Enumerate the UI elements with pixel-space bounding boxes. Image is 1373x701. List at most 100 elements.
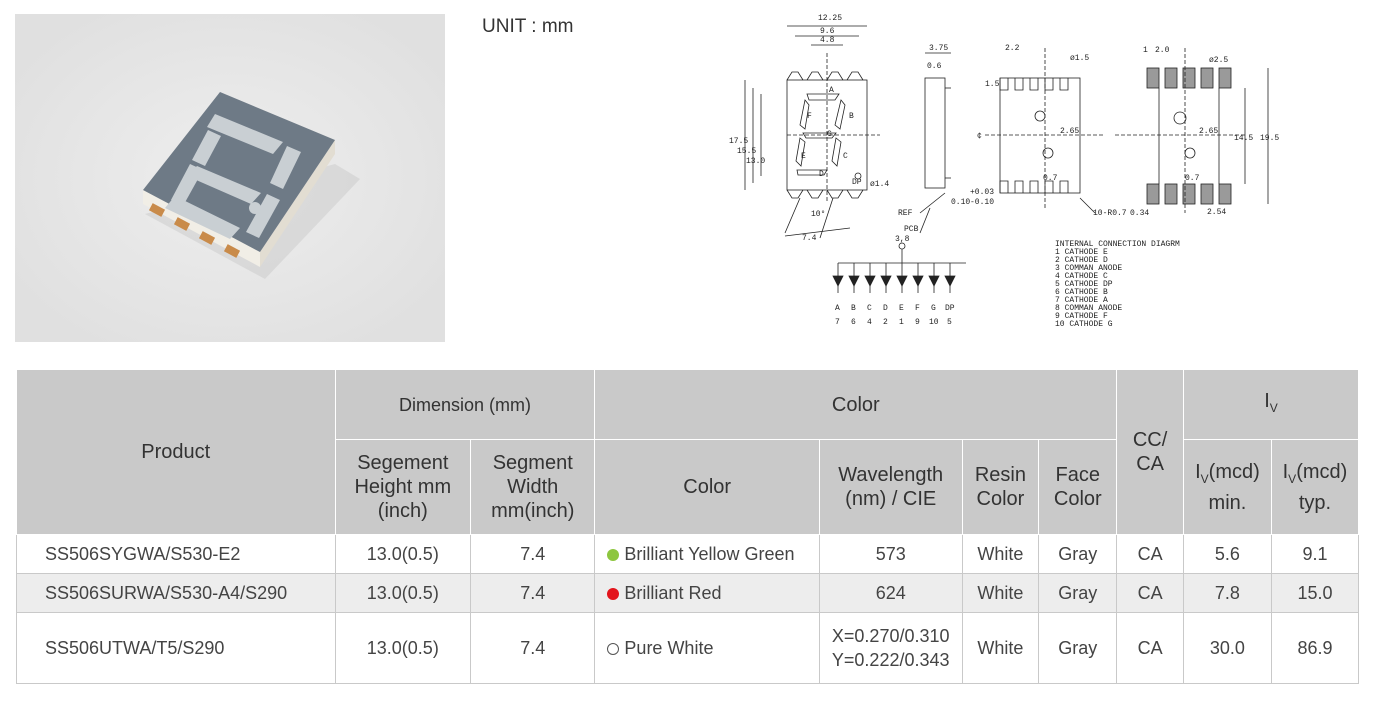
cell-cc: CA — [1116, 534, 1184, 574]
dim-label: 17.5 — [729, 137, 748, 146]
connection-line: 7 CATHODE A — [1055, 296, 1108, 305]
header-resin-color: Resin Color — [961, 439, 1040, 535]
circuit-letter: A — [835, 304, 840, 313]
circuit-letter: E — [899, 304, 904, 313]
header-product: Product — [16, 369, 336, 535]
dim-label: 0.6 — [927, 62, 942, 71]
cell-iv-typ: 9.1 — [1270, 534, 1360, 574]
front-view — [744, 25, 880, 239]
dim-label: +0.03 — [970, 188, 994, 197]
color-dot-icon — [607, 587, 620, 600]
table-row: SS506UTWA/T5/S290 13.0(0.5) 7.4 Pure Whi… — [16, 612, 1360, 684]
header-iv-min: IV(mcd) min. — [1182, 439, 1272, 535]
cell-height: 13.0(0.5) — [334, 534, 471, 574]
cell-color: Pure White — [594, 612, 820, 684]
product-photo — [15, 14, 445, 342]
cell-resin: White — [961, 612, 1039, 684]
dim-label: ¢ — [977, 132, 982, 141]
dim-label: 2.2 — [1005, 44, 1020, 53]
circuit-pin: 7 — [835, 318, 840, 327]
iv-typ-subscript: V — [1288, 471, 1297, 486]
dim-label: 1 — [1143, 46, 1148, 55]
cell-iv-min: 7.8 — [1182, 573, 1272, 613]
segment-letter: F — [807, 112, 812, 121]
cell-color: Brilliant Yellow Green — [594, 534, 820, 574]
land-pattern — [1115, 48, 1269, 213]
header-wavelength: Wavelength (nm) / CIE — [818, 439, 963, 535]
segment-letter: D — [819, 170, 824, 179]
iv-typ-label: (mcd) typ. — [1296, 460, 1348, 514]
cell-product: SS506SURWA/S530-A4/S290 — [16, 573, 336, 613]
segment-letter: C — [843, 152, 848, 161]
dim-label: ø1.4 — [870, 180, 889, 189]
cell-color: Brilliant Red — [594, 573, 820, 613]
color-name: Brilliant Yellow Green — [624, 543, 795, 564]
circuit-letter: D — [883, 304, 888, 313]
connection-title: INTERNAL CONNECTION DIAGRM — [1055, 240, 1180, 249]
color-name: Pure White — [624, 637, 714, 658]
connection-line: 1 CATHODE E — [1055, 248, 1108, 257]
header-iv: IV — [1182, 369, 1360, 440]
cell-iv-min: 5.6 — [1182, 534, 1272, 574]
dim-label: 0.34 — [1130, 209, 1149, 218]
spec-table: Product Dimension (mm) Color CC/ CA IV S… — [16, 369, 1360, 684]
header-face-color: Face Color — [1038, 439, 1118, 535]
dim-label: -0.10 — [970, 198, 994, 207]
cell-height: 13.0(0.5) — [334, 612, 471, 684]
connection-line: 5 CATHODE DP — [1055, 280, 1113, 289]
connection-line: 4 CATHODE C — [1055, 272, 1108, 281]
dim-label: REF — [898, 209, 913, 218]
connection-line: 3 COMMAN ANODE — [1055, 264, 1122, 273]
cell-cc: CA — [1116, 573, 1184, 613]
segment-letter: E — [801, 152, 806, 161]
circuit-letter: G — [931, 304, 936, 313]
cell-face: Gray — [1038, 534, 1117, 574]
dim-label: 9.6 — [820, 27, 835, 36]
cell-width: 7.4 — [470, 534, 595, 574]
circuit-diagram — [832, 242, 966, 293]
header-iv-typ: IV(mcd) typ. — [1270, 439, 1360, 535]
header-segment-width: Segment Width mm(inch) — [470, 439, 596, 535]
dim-label: DP — [852, 178, 862, 187]
circuit-letter: DP — [945, 304, 955, 313]
dim-label: 2.54 — [1207, 208, 1226, 217]
dim-label: 2.65 — [1199, 127, 1218, 136]
dim-label: 4.8 — [820, 36, 835, 45]
side-view — [919, 52, 951, 234]
cell-width: 7.4 — [470, 612, 595, 684]
iv-typ-symbol: I — [1282, 460, 1289, 483]
dim-label: ø1.5 — [1070, 54, 1089, 63]
dim-label: 10-R0.7 — [1093, 209, 1127, 218]
dim-label: 19.5 — [1260, 134, 1279, 143]
dim-label: 3.75 — [929, 44, 948, 53]
cell-cc: CA — [1116, 612, 1184, 684]
circuit-letter: B — [851, 304, 856, 313]
unit-label: UNIT : mm — [482, 16, 574, 37]
header-dimension: Dimension (mm) — [334, 369, 596, 440]
iv-min-label: (mcd) min. — [1208, 460, 1260, 514]
cell-resin: White — [961, 534, 1039, 574]
segment-letter: A — [829, 86, 834, 95]
circuit-pin: 10 — [929, 318, 939, 327]
cell-face: Gray — [1038, 612, 1117, 684]
dim-label: 13.0 — [746, 157, 765, 166]
header-dimension-text: Dimension (mm) — [398, 394, 531, 415]
dim-label: 14.5 — [1234, 134, 1253, 143]
connection-line: 6 CATHODE B — [1055, 288, 1108, 297]
cell-product: SS506UTWA/T5/S290 — [16, 612, 336, 684]
segment-letter: B — [849, 112, 854, 121]
circuit-letter: F — [915, 304, 920, 313]
connection-line: 10 CATHODE G — [1055, 320, 1113, 329]
iv-subscript: V — [1269, 401, 1278, 415]
pad-view — [985, 48, 1105, 214]
iv-symbol: I — [1264, 390, 1270, 412]
cell-wavelength: 573 — [818, 534, 963, 574]
dim-label: 10° — [811, 210, 825, 219]
header-cc-ca: CC/ CA — [1116, 369, 1184, 535]
circuit-pin: 1 — [899, 318, 904, 327]
cell-face: Gray — [1038, 573, 1117, 613]
connection-line: 8 COMMAN ANODE — [1055, 304, 1122, 313]
cell-height: 13.0(0.5) — [334, 573, 471, 613]
color-dot-icon — [607, 548, 620, 561]
